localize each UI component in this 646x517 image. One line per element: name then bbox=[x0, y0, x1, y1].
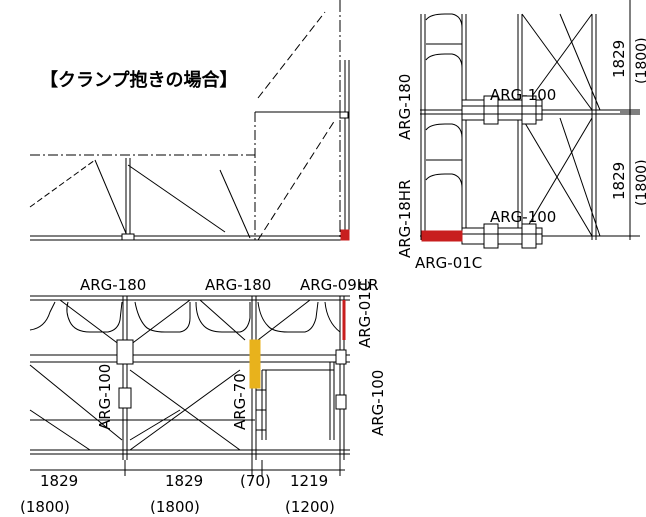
drawing-title: 【クランプ抱きの場合】 bbox=[40, 69, 237, 91]
dim-bottom-1829-b: 1829 bbox=[165, 472, 203, 490]
dim-bottom-1800-b: (1800) bbox=[150, 498, 200, 516]
dim-bottom-1200: (1200) bbox=[285, 498, 335, 516]
label-arg-180-b: ARG-180 bbox=[205, 276, 271, 294]
dim-bottom-1800-a: (1800) bbox=[20, 498, 70, 516]
dim-1829-lower: 1829 bbox=[610, 162, 628, 200]
label-arg-180-vertical: ARG-180 bbox=[396, 74, 414, 140]
dim-1800-lower: (1800) bbox=[634, 159, 646, 206]
dim-bottom-1829-a: 1829 bbox=[40, 472, 78, 490]
label-arg-100-bottom-vertical: ARG-100 bbox=[96, 364, 114, 430]
label-arg-100-right-vertical: ARG-100 bbox=[369, 370, 387, 436]
dim-bottom-70: (70) bbox=[240, 472, 271, 490]
dim-bottom-1219: 1219 bbox=[290, 472, 328, 490]
side-view-right bbox=[420, 0, 640, 249]
label-arg-09hr: ARG-09HR bbox=[300, 276, 379, 294]
label-arg-100-top: ARG-100 bbox=[490, 86, 556, 104]
plan-view-corner bbox=[29, 0, 350, 241]
dim-1829-upper: 1829 bbox=[610, 40, 628, 78]
label-arg-01c-vertical: ARG-01C bbox=[356, 281, 374, 348]
label-arg-70-vertical: ARG-70 bbox=[231, 373, 249, 430]
dim-1800-upper: (1800) bbox=[634, 37, 646, 84]
label-arg-180-a: ARG-180 bbox=[80, 276, 146, 294]
elevation-view bbox=[29, 295, 350, 476]
label-arg-01c-top: ARG-01C bbox=[415, 254, 482, 272]
label-arg-100-mid: ARG-100 bbox=[490, 208, 556, 226]
label-arg-18hr-vertical: ARG-18HR bbox=[396, 179, 414, 258]
